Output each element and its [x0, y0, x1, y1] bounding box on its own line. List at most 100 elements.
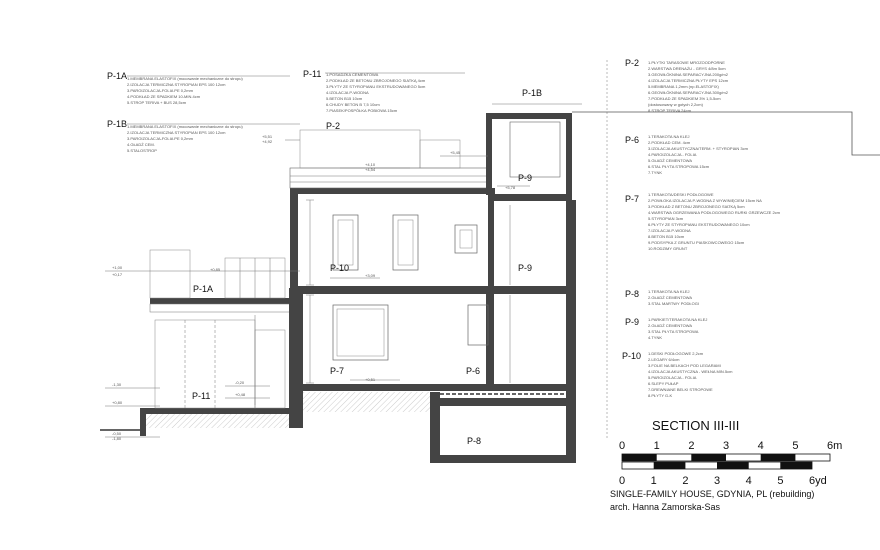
svg-text:+5,51: +5,51: [262, 134, 273, 139]
svg-text:7.IZOLACJA P-WODNA: 7.IZOLACJA P-WODNA: [648, 228, 691, 233]
svg-text:+0,51: +0,51: [365, 377, 376, 382]
leader-line: [572, 111, 880, 156]
svg-text:4.IZOLACJA TERMICZNA PŁYTY EPS: 4.IZOLACJA TERMICZNA PŁYTY EPS 12cm: [648, 78, 729, 83]
scale-tick-label: 5: [777, 475, 783, 487]
svg-text:+5,78: +5,78: [505, 185, 516, 190]
layer-note-p11: P-11 1.POSADZKA CEMENTOWA 2.PODKŁAD ZE B…: [303, 69, 465, 113]
scale-tick-label: 4: [758, 440, 764, 452]
svg-text:1.DESKI PODŁOGOWE 2,2cm: 1.DESKI PODŁOGOWE 2,2cm: [648, 351, 704, 356]
svg-text:3.STAL PŁYTA STROPOWA: 3.STAL PŁYTA STROPOWA: [648, 329, 699, 334]
svg-text:5.PAROIZOLACJA - FOLIA: 5.PAROIZOLACJA - FOLIA: [648, 375, 697, 380]
marker-p9-upper: P-9: [518, 173, 532, 183]
scale-tick-label: 1: [651, 475, 657, 487]
svg-text:7.PODKŁAD ZE SPADKIEM 3% 1,5-5: 7.PODKŁAD ZE SPADKIEM 3% 1,5-5cm: [648, 96, 721, 101]
svg-text:1.POSADZKA CEMENTOWA: 1.POSADZKA CEMENTOWA: [326, 72, 379, 77]
svg-text:-0,50: -0,50: [112, 431, 122, 436]
svg-text:3.IZOLACJA AKUSTYCZNA/TERM. +: 3.IZOLACJA AKUSTYCZNA/TERM. + STYROPIAN …: [648, 146, 749, 151]
scale-bar-yards: 0 1 2 3 4 5 6yd: [619, 461, 827, 487]
scale-tick-label: 6m: [827, 440, 842, 452]
svg-text:7.DREWNIANE BELKI STROPOWE: 7.DREWNIANE BELKI STROPOWE: [648, 387, 713, 392]
svg-text:8.BETON B15 10cm: 8.BETON B15 10cm: [648, 234, 685, 239]
layer-note-p9: P-9 1.PARKIET/TERAKOTA NA KLEJ 2.GŁADŹ C…: [625, 317, 707, 340]
svg-text:4.PAROIZOLACJA - FOLIA: 4.PAROIZOLACJA - FOLIA: [648, 152, 697, 157]
svg-text:2.PODKŁAD CEM. 4cm: 2.PODKŁAD CEM. 4cm: [648, 140, 691, 145]
svg-text:6.SLEPY PUŁAP: 6.SLEPY PUŁAP: [648, 381, 679, 386]
layer-note-p8: P-8 1.TERAKOTA NA KLEJ 2.GŁADŹ CEMENTOWA…: [625, 289, 699, 306]
scale-tick-label: 4: [746, 475, 752, 487]
layer-code: P-2: [625, 58, 639, 68]
svg-text:7.TYNK: 7.TYNK: [648, 170, 662, 175]
svg-text:1.TERAKOTA/DESKI PODŁOGOWE: 1.TERAKOTA/DESKI PODŁOGOWE: [648, 192, 714, 197]
svg-text:3.STAL MARTWY PODŁOGI: 3.STAL MARTWY PODŁOGI: [648, 301, 699, 306]
scale-tick-label: 0: [619, 440, 625, 452]
svg-text:+0,17: +0,17: [112, 272, 123, 277]
scale-tick-label: 6yd: [809, 475, 827, 487]
svg-text:4.WARSTWA OGRZEWANIA PODŁOGOWE: 4.WARSTWA OGRZEWANIA PODŁOGOWEGO RURKI G…: [648, 210, 781, 215]
svg-text:10.RODZIMY GRUNT: 10.RODZIMY GRUNT: [648, 246, 688, 251]
scale-tick-label: 3: [714, 475, 720, 487]
layer-code: P-1B: [107, 119, 127, 129]
svg-text:8.STROP TERIVA 24cm: 8.STROP TERIVA 24cm: [648, 108, 692, 113]
layer-note-p1b: P-1B 1.MEMBRANA ELASTOFIX (mocowanie mec…: [107, 119, 300, 153]
svg-text:4.IZOLACJA P-WODNA: 4.IZOLACJA P-WODNA: [326, 90, 369, 95]
svg-text:2.GŁADŹ CEMENTOWA: 2.GŁADŹ CEMENTOWA: [648, 323, 692, 328]
svg-text:5.MEMBRANA 1,2mm (np.ELASTOFIX: 5.MEMBRANA 1,2mm (np.ELASTOFIX): [648, 84, 720, 89]
svg-text:(dostosowany w gotych 2,2cm): (dostosowany w gotych 2,2cm): [648, 102, 704, 107]
svg-text:-1,80: -1,80: [112, 436, 122, 441]
svg-text:2.IZOLACJA TERMICZNA STYROPIAN: 2.IZOLACJA TERMICZNA STYROPIAN EPS 100 1…: [127, 130, 226, 135]
svg-text:4.TYNK: 4.TYNK: [648, 335, 662, 340]
marker-p10: P-10: [330, 263, 349, 273]
svg-text:2.WARSTWA DRENAŻU - GRYS 4/8m: 2.WARSTWA DRENAŻU - GRYS 4/8m 5cm: [648, 66, 726, 71]
caption-project: SINGLE-FAMILY HOUSE, GDYNIA, PL (rebuild…: [610, 489, 814, 499]
svg-text:3.PODKŁAD Z BETONU ZBROJONEGO: 3.PODKŁAD Z BETONU ZBROJONEGO SIATKĄ 5cm: [648, 204, 745, 209]
svg-text:4.PODKŁAD ZE SPADKIEM 10-MIN.4: 4.PODKŁAD ZE SPADKIEM 10-MIN.4cm: [127, 94, 201, 99]
layer-code: P-9: [625, 317, 639, 327]
marker-p7: P-7: [330, 366, 344, 376]
layer-code: P-1A: [107, 71, 127, 81]
scale-tick-label: 2: [688, 440, 694, 452]
svg-text:-0,20: -0,20: [235, 380, 245, 385]
svg-text:5.STYROPIAN 3cm: 5.STYROPIAN 3cm: [648, 216, 684, 221]
layer-code: P-8: [625, 289, 639, 299]
svg-text:6.GEOWŁÓKNINA SEPARACYJNA 300g: 6.GEOWŁÓKNINA SEPARACYJNA 300g/m2: [648, 90, 729, 95]
svg-text:4.IZOLACJA AKUSTYCZNA - WEŁNA: 4.IZOLACJA AKUSTYCZNA - WEŁNA MIN.5cm: [648, 369, 733, 374]
svg-text:3.PŁYTY ZE STYROPIANU EKSTRUDO: 3.PŁYTY ZE STYROPIANU EKSTRUDOWANEGO 5cm: [326, 84, 426, 89]
svg-text:3.GEOWŁÓKNINA SEPARACYJNA 200g: 3.GEOWŁÓKNINA SEPARACYJNA 200g/m2: [648, 72, 729, 77]
svg-text:1.MEMBRANA ELASTOFIX (mocowani: 1.MEMBRANA ELASTOFIX (mocowanie mechanic…: [127, 76, 243, 81]
scale-tick-label: 1: [654, 440, 660, 452]
layer-code: P-10: [622, 351, 641, 361]
marker-p8: P-8: [467, 436, 481, 446]
svg-text:2.LEGARY 6/4cm: 2.LEGARY 6/4cm: [648, 357, 680, 362]
marker-p6: P-6: [466, 366, 480, 376]
svg-text:3.PAROIZOLACJA-FOLIA PE 0,2mm: 3.PAROIZOLACJA-FOLIA PE 0,2mm: [127, 136, 194, 141]
svg-text:4.GŁADŹ CEM.: 4.GŁADŹ CEM.: [127, 142, 155, 147]
caption-architect: arch. Hanna Zamorska-Sas: [610, 502, 721, 512]
layer-code: P-6: [625, 135, 639, 145]
svg-text:7.PIASEK/POSPÓŁKA POBIOWA 15cm: 7.PIASEK/POSPÓŁKA POBIOWA 15cm: [326, 108, 398, 113]
svg-text:+0,48: +0,48: [235, 392, 246, 397]
svg-text:1.PARKIET/TERAKOTA NA KLEJ: 1.PARKIET/TERAKOTA NA KLEJ: [648, 317, 707, 322]
svg-text:2.POWŁOKA IZOLACJA P-WODNA Z W: 2.POWŁOKA IZOLACJA P-WODNA Z WYWINIĘCIEM…: [648, 198, 762, 203]
svg-text:+0,80: +0,80: [112, 400, 123, 405]
svg-text:5.GŁADŹ CEMENTOWA: 5.GŁADŹ CEMENTOWA: [648, 158, 692, 163]
svg-text:6.PŁYTY ZE STYROPIANU EKSTRUDO: 6.PŁYTY ZE STYROPIANU EKSTRUDOWANEGO 10c…: [648, 222, 750, 227]
svg-text:3.FOLIE NA BELKACH POD LEGARAM: 3.FOLIE NA BELKACH POD LEGARAMI: [648, 363, 721, 368]
svg-text:6.STAL PŁYTA STROPOWA 15cm: 6.STAL PŁYTA STROPOWA 15cm: [648, 164, 710, 169]
svg-text:+0,85: +0,85: [210, 267, 221, 272]
svg-text:2.IZOLACJA TERMICZNA STYROPIAN: 2.IZOLACJA TERMICZNA STYROPIAN EPS 100 1…: [127, 82, 226, 87]
svg-text:1.TERAKOTA NA KLEJ: 1.TERAKOTA NA KLEJ: [648, 134, 690, 139]
svg-text:1.PŁYTKI TARASOWE MROZOODPORNE: 1.PŁYTKI TARASOWE MROZOODPORNE: [648, 60, 725, 65]
svg-text:+4,54: +4,54: [365, 167, 376, 172]
section-title: SECTION III-III: [652, 418, 739, 433]
layer-code: P-7: [625, 194, 639, 204]
marker-p11: P-11: [192, 391, 210, 401]
marker-p1a: P-1A: [193, 284, 213, 294]
svg-text:+5,45: +5,45: [450, 150, 461, 155]
layer-note-p6: P-6 1.TERAKOTA NA KLEJ 2.PODKŁAD CEM. 4c…: [625, 134, 749, 175]
scale-tick-label: 2: [682, 475, 688, 487]
scale-tick-label: 0: [619, 475, 625, 487]
svg-text:5.BETON B15 10cm: 5.BETON B15 10cm: [326, 96, 363, 101]
layer-code: P-11: [303, 69, 321, 79]
scale-tick-label: 3: [723, 440, 729, 452]
